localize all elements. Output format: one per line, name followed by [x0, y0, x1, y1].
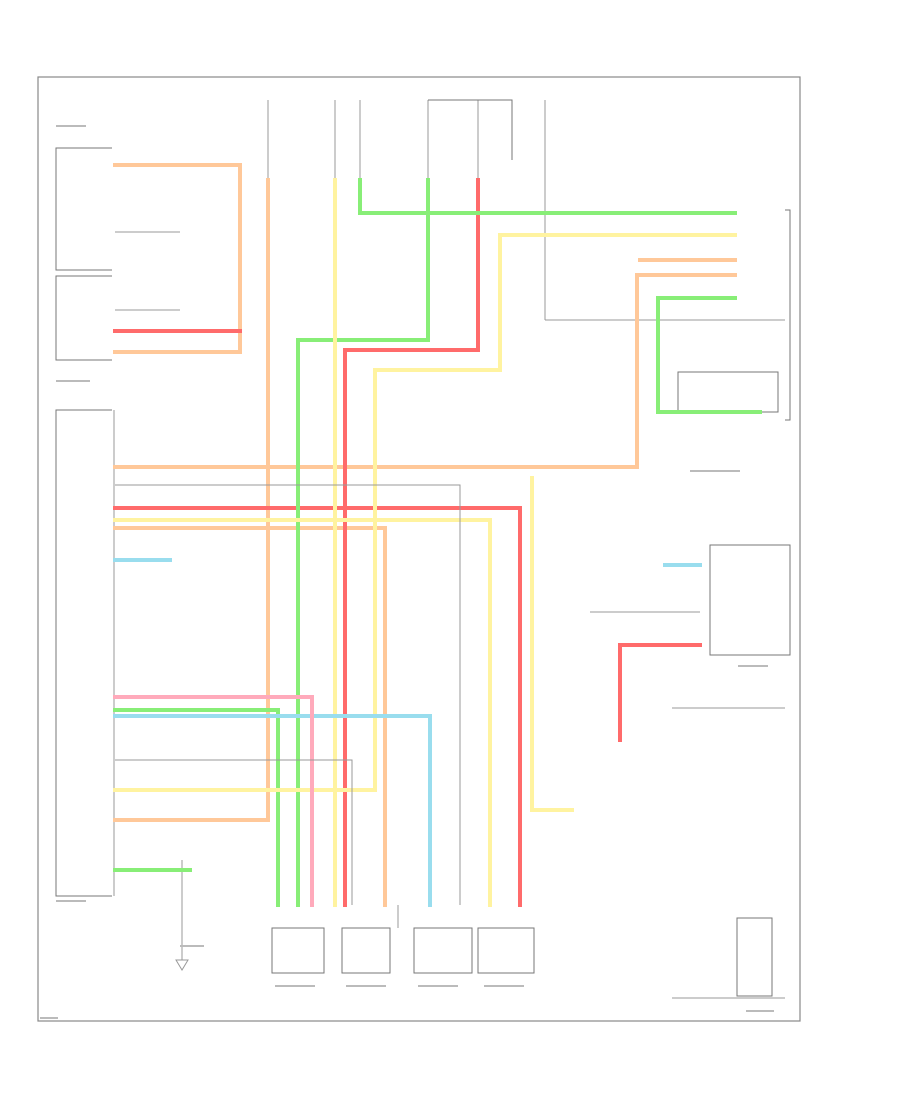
ground-symbol: [175, 860, 189, 971]
diagram-frame: [37, 76, 801, 1022]
wires-green: [113, 178, 762, 907]
wires-misc: [113, 231, 702, 907]
left-components: [55, 147, 115, 897]
wires-red: [113, 178, 702, 907]
wheel-sensors: [271, 905, 535, 974]
wires-yellow: [113, 178, 737, 907]
label-marks: [40, 125, 774, 1019]
wires-orange: [113, 163, 737, 907]
right-components: [545, 209, 791, 999]
fuse-columns: [267, 99, 546, 320]
